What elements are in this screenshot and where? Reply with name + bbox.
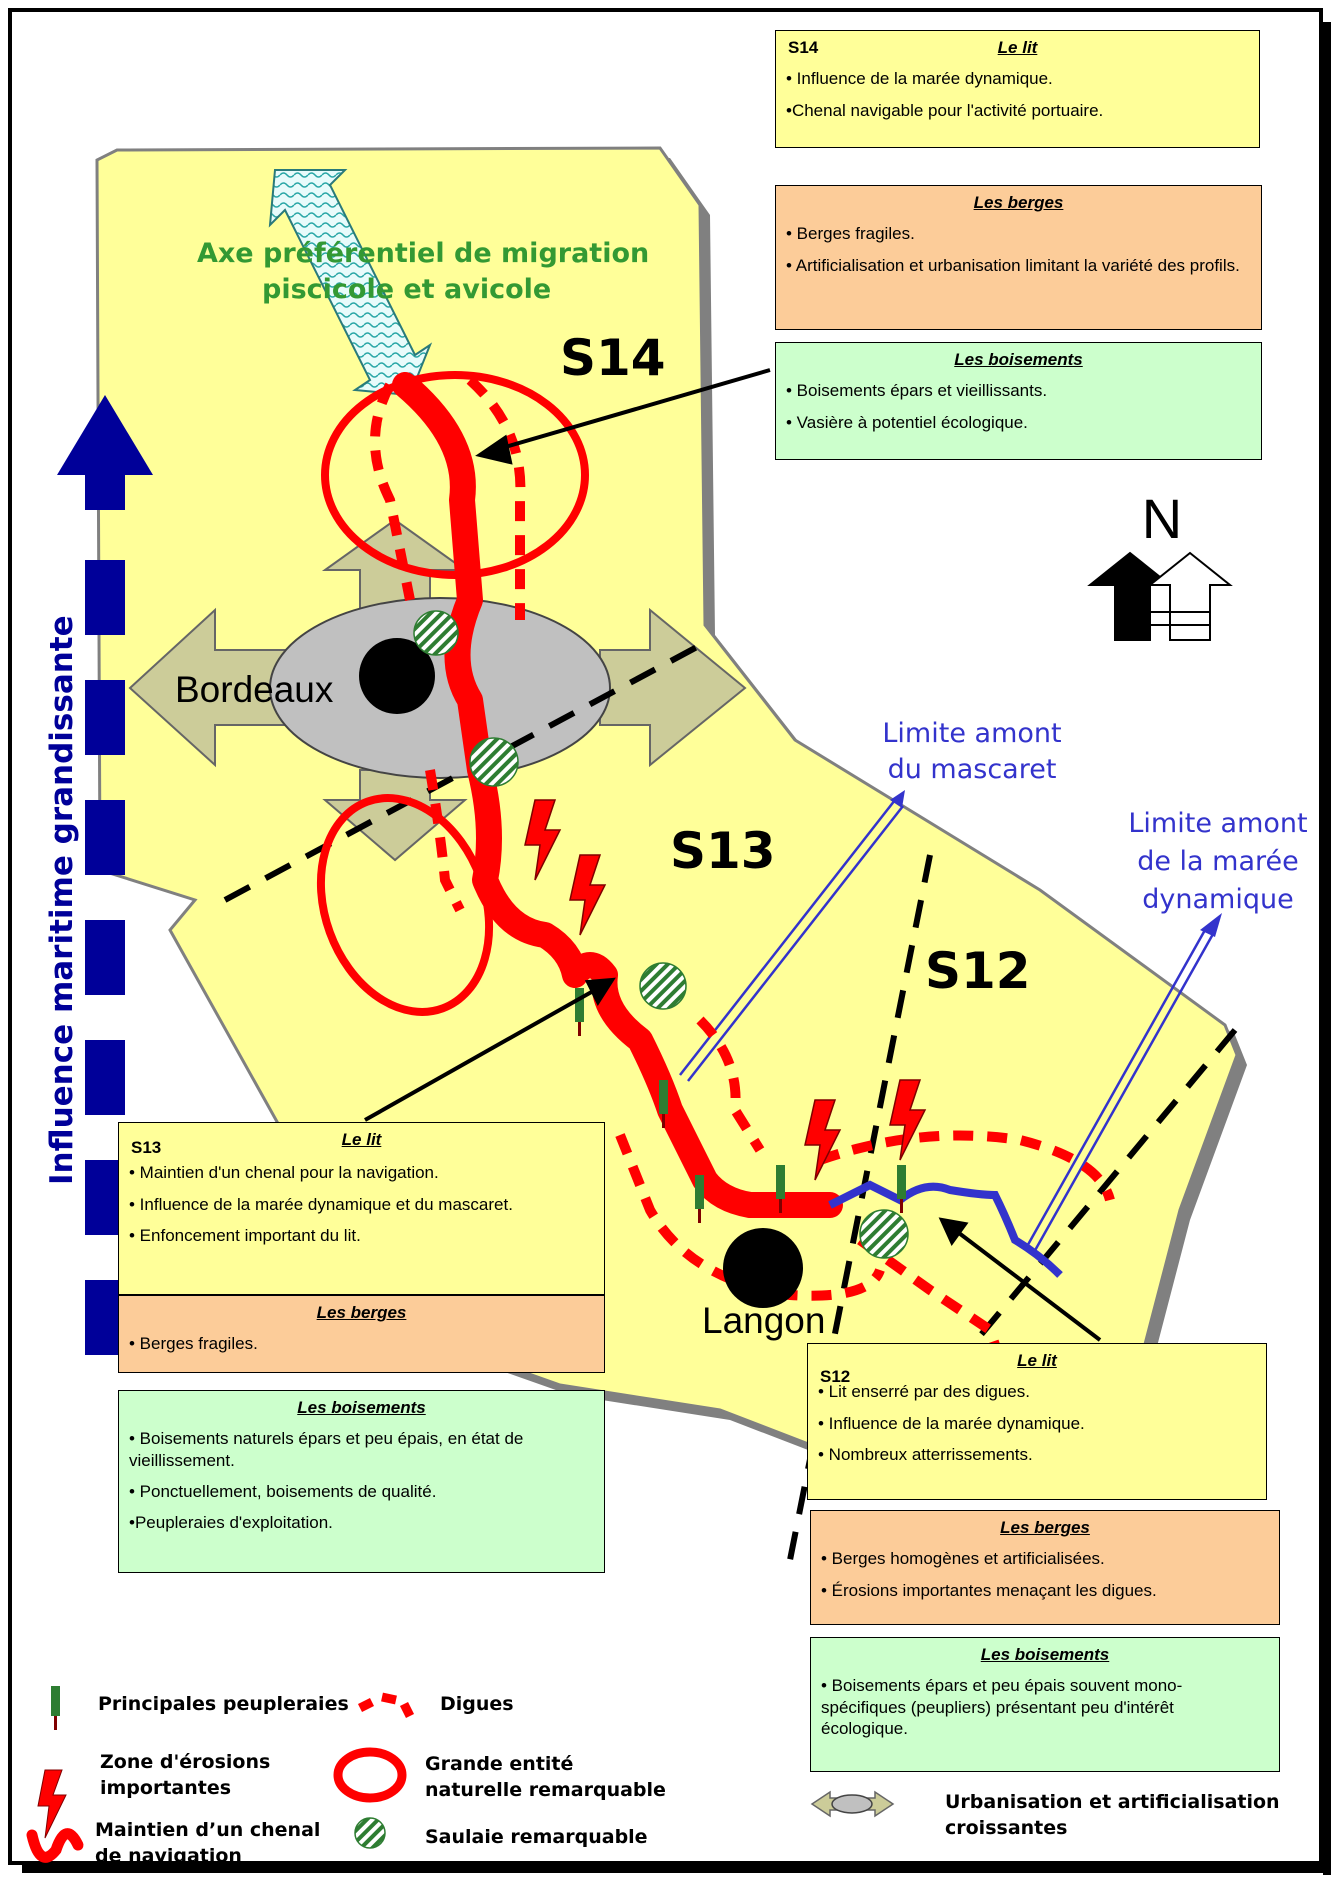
s12-lit-item-1: • Lit enserré par des digues. [818, 1382, 1030, 1402]
s14-berges-item-1: • Berges fragiles. [786, 224, 915, 244]
mascaret-arrowhead [890, 790, 905, 808]
s14-lit-panel: S14 Le lit • Influence de la marée dynam… [775, 30, 1260, 148]
s14-lit-item-2: •Chenal navigable pour l'activité portua… [786, 100, 1104, 120]
s13-boisements-item-2: • Ponctuellement, boisements de qualité. [129, 1481, 437, 1501]
s14-berges-title: Les berges [973, 193, 1064, 212]
s13-berges-panel: Les berges • Berges fragiles. [118, 1295, 605, 1373]
north-arrow [1087, 551, 1233, 641]
river-blue-upstream [828, 1180, 1063, 1278]
legend-chenal-2: de navigation [95, 1845, 242, 1867]
bordeaux-dot [359, 638, 435, 714]
s12-berges-item-1: • Berges homogènes et artificialisées. [821, 1549, 1105, 1569]
maree-label-3: dynamique [1142, 884, 1293, 915]
s12-boisements-panel: Les boisements • Boisements épars et peu… [810, 1637, 1280, 1772]
maree-label-2: de la marée [1137, 846, 1299, 877]
limit-lines [679, 799, 1215, 1255]
s12-lit-panel: S12 Le lit • Lit enserré par des digues.… [807, 1343, 1267, 1500]
s14-lit-item-1: • Influence de la marée dynamique. [786, 69, 1053, 89]
maree-label-1: Limite amont [1128, 808, 1307, 839]
city-label-bordeaux: Bordeaux [175, 669, 334, 710]
pointer-arrows [364, 368, 1102, 1342]
migration-label-1: Axe préférentiel de migration [197, 238, 649, 269]
s13-boisements-item-3: •Peupleraies d'exploitation. [129, 1513, 333, 1532]
influence-maritime-arrow [57, 395, 153, 1355]
legend-entite-1: Grande entité [425, 1753, 574, 1775]
s13-code: S13 [131, 1138, 162, 1157]
s12-berges-panel: Les berges • Berges homogènes et artific… [810, 1510, 1280, 1625]
city-label-langon: Langon [702, 1300, 825, 1341]
s14-boisements-title: Les boisements [954, 350, 1083, 369]
s13-boisements-panel: Les boisements • Boisements naturels épa… [118, 1390, 605, 1573]
s13-berges-item-1: • Berges fragiles. [129, 1334, 258, 1354]
s14-boisements-item-2: • Vasière à potentiel écologique. [786, 412, 1028, 432]
s12-berges-item-2: • Érosions importantes menaçant les digu… [821, 1580, 1157, 1600]
langon-dot [723, 1228, 803, 1308]
erosion-zones [524, 799, 927, 1181]
s13-lit-item-2: • Influence de la marée dynamique et du … [129, 1194, 513, 1214]
mascaret-label-2: du mascaret [888, 754, 1057, 785]
legend-entite-2: naturelle remarquable [425, 1779, 666, 1801]
bordeaux-city-area [269, 597, 611, 779]
s12-lit-item-2: • Influence de la marée dynamique. [818, 1413, 1085, 1433]
s13-boisements-title: Les boisements [297, 1398, 426, 1417]
s14-boisements-panel: Les boisements • Boisements épars et vie… [775, 342, 1262, 460]
mascaret-label-1: Limite amont [882, 718, 1061, 749]
sector-label-s12: S12 [925, 942, 1031, 1000]
s12-boisements-title: Les boisements [980, 1645, 1110, 1664]
s13-lit-title: Le lit [341, 1130, 382, 1149]
influence-label: Influence maritime grandissante [44, 615, 80, 1185]
legend-digues: Digues [440, 1693, 514, 1715]
legend-peupleraies: Principales peupleraies [98, 1693, 349, 1715]
sector-label-s13: S13 [670, 822, 776, 880]
s14-boisements-item-1: • Boisements épars et vieillissants. [786, 381, 1048, 401]
s13-lit-item-3: • Enfoncement important du lit. [129, 1225, 361, 1245]
north-label: N [1142, 487, 1182, 550]
s12-lit-title: Le lit [1017, 1351, 1057, 1370]
s13-boisements-item-1: • Boisements naturels épars et peu épais… [129, 1429, 524, 1470]
s12-berges-title: Les berges [1000, 1518, 1090, 1537]
migration-label-2: piscicole et avicole [262, 274, 551, 305]
frame-shadow-right [1323, 22, 1331, 1875]
s14-berges-panel: Les berges • Berges fragiles. • Artifici… [775, 185, 1262, 330]
sector-label-s14: S14 [560, 329, 666, 387]
s12-boisements-item-1: • Boisements épars et peu épais souvent … [821, 1676, 1183, 1738]
legend-urbanisation-2: croissantes [945, 1817, 1068, 1839]
s14-berges-item-2: • Artificialisation et urbanisation limi… [786, 255, 1240, 275]
legend-erosions-2: importantes [100, 1777, 232, 1799]
legend-chenal-1: Maintien d’un chenal [95, 1819, 321, 1841]
river-channel [392, 372, 843, 1218]
legend-urbanisation-1: Urbanisation et artificialisation [945, 1791, 1280, 1813]
s14-lit-title: Le lit [997, 38, 1038, 57]
peupleraies [575, 988, 906, 1223]
s12-lit-item-3: • Nombreux atterrissements. [818, 1444, 1033, 1464]
maree-arrowhead [1200, 913, 1222, 937]
s13-lit-panel: S13 Le lit • Maintien d'un chenal pour l… [118, 1122, 605, 1295]
s14-code: S14 [788, 38, 819, 57]
s13-lit-item-1: • Maintien d'un chenal pour la navigatio… [129, 1163, 439, 1183]
s13-berges-title: Les berges [316, 1303, 407, 1322]
legend-symbols [26, 1686, 895, 1863]
legend-saulaie: Saulaie remarquable [425, 1826, 648, 1848]
legend-erosions-1: Zone d'érosions [100, 1751, 271, 1773]
frame-shadow-bottom [22, 1865, 1331, 1873]
saulaies [413, 610, 909, 1259]
s12-code: S12 [820, 1367, 851, 1386]
